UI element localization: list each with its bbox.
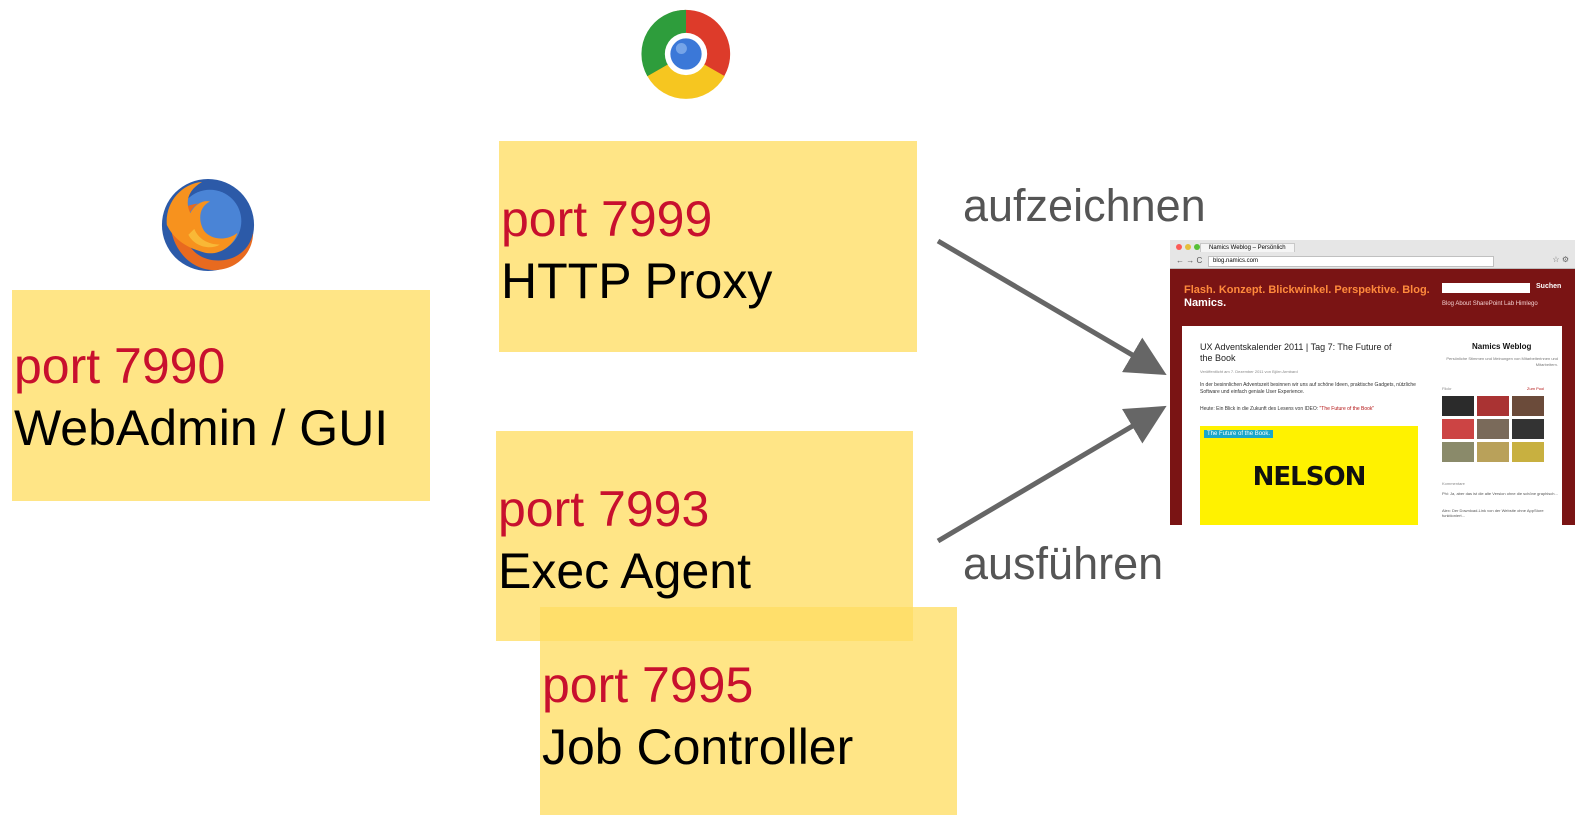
browser-tab: Namics Weblog – Persönlich — [1200, 243, 1295, 252]
comment: Phi: Ja, aber das ist die alte Version o… — [1442, 491, 1558, 496]
webadmin-port: port 7990 — [14, 338, 226, 394]
sidebar-subtitle: Persönliche Stimmen und Meinungen von Mi… — [1446, 356, 1558, 367]
flickr-link: Zum Pool — [1527, 386, 1545, 391]
book-image: The Future of the Book. NELSON — [1200, 426, 1418, 525]
post-title: UX Adventskalender 2011 | Tag 7: The Fut… — [1200, 342, 1392, 363]
record-label: aufzeichnen — [963, 180, 1206, 231]
chrome-icon — [641, 9, 731, 99]
toolbar-icons: ☆ ⚙ — [1552, 255, 1569, 264]
exec-agent-port: port 7993 — [498, 481, 710, 537]
site-tagline: Flash. Konzept. Blickwinkel. Perspektive… — [1184, 284, 1430, 296]
sidebar-title: Namics Weblog — [1472, 342, 1532, 351]
job-controller-label: Job Controller — [542, 719, 854, 775]
site-menu: Blog About SharePoint Lab Himlego — [1442, 301, 1538, 307]
exec-agent-box: port 7993 Exec Agent — [496, 431, 913, 641]
record-arrow — [936, 238, 1167, 376]
site-search-button: Suchen — [1536, 283, 1562, 290]
webadmin-box: port 7990 WebAdmin / GUI — [12, 290, 430, 501]
webadmin-label: WebAdmin / GUI — [14, 400, 389, 456]
http-proxy-port: port 7999 — [501, 191, 713, 247]
site-brand: Namics. — [1184, 297, 1227, 309]
book-tag: The Future of the Book. — [1204, 430, 1274, 438]
comments-label: Kommentare — [1442, 481, 1465, 486]
job-controller-box: port 7995 Job Controller — [540, 607, 957, 815]
execute-arrow — [936, 405, 1167, 544]
execute-label: ausführen — [963, 538, 1164, 589]
exec-agent-label: Exec Agent — [498, 543, 751, 599]
site-header: Flash. Konzept. Blickwinkel. Perspektive… — [1170, 269, 1575, 329]
job-controller-port: port 7995 — [542, 657, 754, 713]
address-bar: blog.namics.com — [1208, 256, 1494, 267]
post-paragraph: In der besinnlichen Adventszeit besinnen… — [1200, 382, 1416, 395]
website-screenshot: Namics Weblog – Persönlich ← → C blog.na… — [1170, 240, 1575, 525]
http-proxy-box: port 7999 HTTP Proxy — [499, 141, 917, 352]
nav-arrows-icon: ← → C — [1176, 256, 1203, 265]
flickr-label: Flickr — [1442, 386, 1452, 391]
book-title: NELSON — [1252, 462, 1367, 492]
post-paragraph-2: Heute: Ein Blick in die Zukunft des Lese… — [1200, 406, 1375, 412]
http-proxy-label: HTTP Proxy — [501, 253, 773, 309]
site-content: UX Adventskalender 2011 | Tag 7: The Fut… — [1182, 326, 1562, 525]
flickr-thumbnails — [1442, 396, 1548, 462]
site-search-input — [1442, 283, 1530, 293]
browser-chrome: Namics Weblog – Persönlich ← → C blog.na… — [1170, 240, 1575, 269]
window-controls — [1176, 244, 1200, 250]
post-meta: Veröffentlicht am 7. Dezember 2011 von B… — [1200, 369, 1298, 374]
comment: Alex: Der Download-Link von der Website … — [1442, 508, 1544, 518]
firefox-icon — [161, 178, 255, 272]
